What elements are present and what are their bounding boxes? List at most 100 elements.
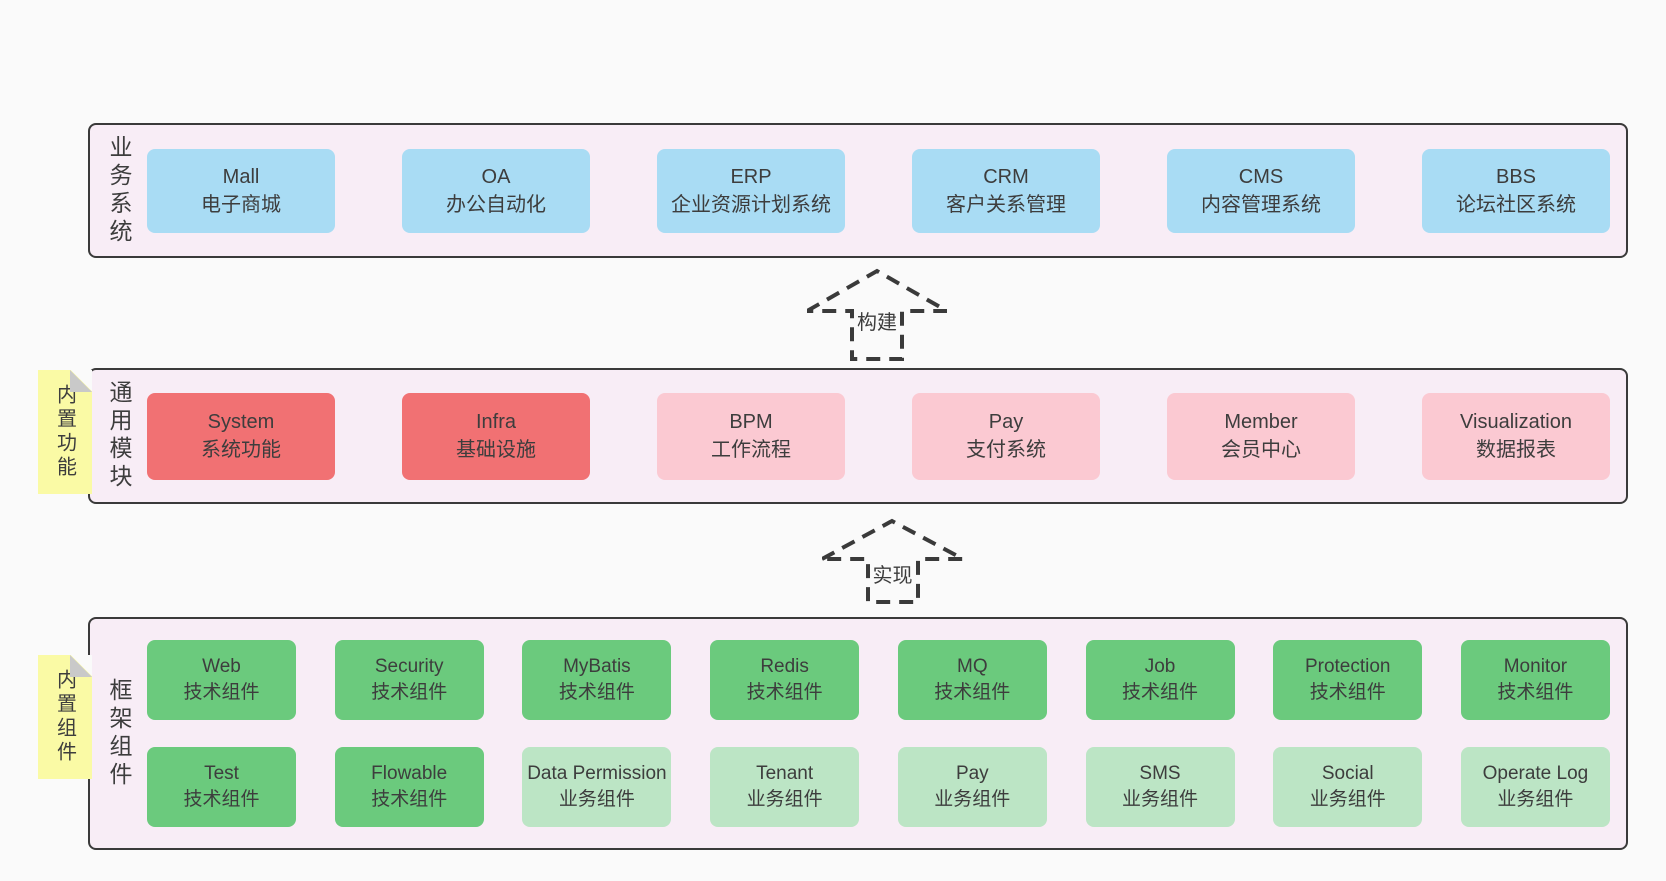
box-title: Test bbox=[204, 763, 239, 784]
module-box-oa: OA 办公自动化 bbox=[402, 148, 590, 233]
box-subtitle: 电子商城 bbox=[201, 193, 281, 216]
box-subtitle: 技术组件 bbox=[1309, 682, 1386, 703]
built-in-features-note-text: 内置功能 bbox=[53, 384, 76, 480]
box-title: SMS bbox=[1139, 763, 1181, 784]
box-title: Mall bbox=[222, 165, 260, 188]
module-box-system: System 系统功能 bbox=[147, 392, 335, 480]
module-box-pay: Pay 业务组件 bbox=[897, 747, 1047, 827]
box-subtitle: 技术组件 bbox=[371, 789, 448, 810]
module-box-monitor: Monitor 技术组件 bbox=[1460, 640, 1610, 720]
box-title: BBS bbox=[1495, 165, 1537, 188]
module-box-test: Test 技术组件 bbox=[147, 747, 296, 827]
framework-components-label: 框架组件 bbox=[106, 677, 132, 790]
box-title: Protection bbox=[1304, 656, 1391, 677]
box-title: Web bbox=[202, 656, 241, 677]
box-title: Monitor bbox=[1503, 656, 1568, 677]
box-subtitle: 技术组件 bbox=[371, 682, 448, 703]
box-title: CMS bbox=[1238, 165, 1284, 188]
business-systems-label: 业务系统 bbox=[106, 134, 132, 247]
box-subtitle: 业务组件 bbox=[1122, 789, 1199, 810]
box-subtitle: 业务组件 bbox=[746, 789, 823, 810]
box-subtitle: 企业资源计划系统 bbox=[671, 193, 831, 216]
box-title: BPM bbox=[729, 411, 773, 433]
implement-arrow-label: 实现 bbox=[869, 559, 916, 588]
box-subtitle: 技术组件 bbox=[183, 789, 260, 810]
box-subtitle: 基础设施 bbox=[456, 439, 536, 461]
box-title: Member bbox=[1224, 411, 1298, 433]
box-subtitle: 数据报表 bbox=[1476, 439, 1556, 461]
box-title: Pay bbox=[988, 411, 1024, 433]
box-subtitle: 业务组件 bbox=[1497, 789, 1574, 810]
box-title: Operate Log bbox=[1482, 763, 1589, 784]
box-subtitle: 业务组件 bbox=[558, 789, 635, 810]
box-title: ERP bbox=[730, 165, 772, 188]
box-subtitle: 技术组件 bbox=[1122, 682, 1199, 703]
box-subtitle: 论坛社区系统 bbox=[1456, 193, 1576, 216]
box-subtitle: 技术组件 bbox=[934, 682, 1011, 703]
box-title: Pay bbox=[955, 763, 989, 784]
up-arrow-icon bbox=[822, 518, 963, 604]
box-title: Infra bbox=[475, 411, 517, 433]
module-box-erp: ERP 企业资源计划系统 bbox=[657, 148, 845, 233]
box-subtitle: 业务组件 bbox=[934, 789, 1011, 810]
box-title: CRM bbox=[983, 165, 1029, 188]
built-in-components-note-text: 内置组件 bbox=[53, 669, 76, 765]
box-subtitle: 技术组件 bbox=[183, 682, 260, 703]
module-box-member: Member 会员中心 bbox=[1167, 392, 1355, 480]
module-box-web: Web 技术组件 bbox=[147, 640, 296, 720]
box-title: Data Permission bbox=[527, 763, 667, 784]
module-box-job: Job 技术组件 bbox=[1085, 640, 1235, 720]
box-subtitle: 支付系统 bbox=[966, 439, 1046, 461]
box-subtitle: 业务组件 bbox=[1309, 789, 1386, 810]
module-box-infra: Infra 基础设施 bbox=[402, 392, 590, 480]
box-subtitle: 办公自动化 bbox=[446, 193, 546, 216]
build-arrow: 构建 bbox=[807, 268, 947, 362]
box-title: Tenant bbox=[756, 763, 814, 784]
common-modules-label: 通用模块 bbox=[106, 380, 132, 492]
module-box-mall: Mall 电子商城 bbox=[147, 148, 335, 233]
box-subtitle: 系统功能 bbox=[201, 439, 281, 461]
box-subtitle: 技术组件 bbox=[746, 682, 823, 703]
module-box-cms: CMS 内容管理系统 bbox=[1167, 148, 1355, 233]
note-fold-icon bbox=[70, 655, 92, 677]
box-subtitle: 内容管理系统 bbox=[1201, 193, 1321, 216]
box-subtitle: 会员中心 bbox=[1221, 439, 1301, 461]
box-title: OA bbox=[481, 165, 511, 188]
module-box-mybatis: MyBatis 技术组件 bbox=[522, 640, 672, 720]
module-box-bbs: BBS 论坛社区系统 bbox=[1422, 148, 1610, 233]
note-fold-icon bbox=[70, 370, 92, 392]
module-box-sms: SMS 业务组件 bbox=[1085, 747, 1235, 827]
up-arrow-icon bbox=[807, 268, 947, 361]
box-subtitle: 技术组件 bbox=[558, 682, 635, 703]
box-title: Social bbox=[1321, 763, 1374, 784]
module-box-data-permission: Data Permission 业务组件 bbox=[522, 747, 672, 827]
module-box-social: Social 业务组件 bbox=[1273, 747, 1423, 827]
box-title: MyBatis bbox=[563, 656, 631, 677]
box-title: System bbox=[207, 411, 275, 433]
box-title: MQ bbox=[957, 656, 988, 677]
box-title: Job bbox=[1144, 656, 1176, 677]
components-row-2: Test 技术组件 Flowable 技术组件 Data Permission 业务组件 T… bbox=[147, 747, 1610, 827]
built-in-features-note: 内置功能 bbox=[38, 370, 92, 494]
module-box-flowable: Flowable 技术组件 bbox=[334, 747, 484, 827]
implement-arrow: 实现 bbox=[822, 517, 963, 605]
box-subtitle: 技术组件 bbox=[1497, 682, 1574, 703]
module-box-operate-log: Operate Log 业务组件 bbox=[1460, 747, 1610, 827]
module-box-pay: Pay 支付系统 bbox=[912, 392, 1100, 480]
module-box-mq: MQ 技术组件 bbox=[897, 640, 1047, 720]
build-arrow-label: 构建 bbox=[854, 306, 900, 335]
box-title: Flowable bbox=[371, 763, 448, 784]
built-in-components-note: 内置组件 bbox=[38, 655, 92, 779]
